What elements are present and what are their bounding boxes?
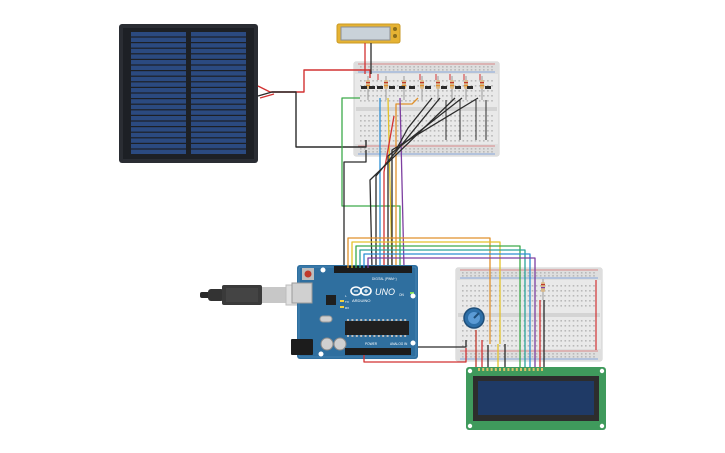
breadboard-right[interactable]	[455, 267, 603, 362]
dc-jack-icon	[291, 339, 313, 355]
breadboard-to-arduino-wires	[341, 97, 479, 269]
resistor-array[interactable]	[361, 76, 491, 100]
arduino-logo	[350, 286, 372, 296]
solar-cells-left	[131, 32, 186, 154]
resistor-leads	[377, 74, 487, 140]
resistor-right[interactable]	[541, 279, 545, 300]
analog-header-label: ANALOG IN	[390, 342, 408, 346]
lcd-16x2-display[interactable]	[466, 367, 606, 430]
solar-wires	[257, 69, 371, 148]
breadboard-top[interactable]	[353, 61, 500, 157]
atmega-chip-pins	[347, 319, 407, 337]
potentiometer-icon[interactable]	[463, 307, 485, 329]
l-led-label: L	[345, 294, 347, 298]
on-led-label: ON	[399, 293, 404, 297]
solar-panel[interactable]	[119, 24, 258, 163]
solar-cells-right	[191, 32, 246, 154]
meter-wires	[364, 43, 372, 74]
usb-cable-icon[interactable]	[200, 284, 301, 306]
tx-led-label: TX	[345, 300, 349, 304]
digital-header-label: DIGITAL (PWM~)	[372, 277, 397, 281]
rx-led-label: RX	[345, 306, 349, 310]
arduino-to-lcd-wires	[347, 237, 545, 368]
power-header-label: POWER	[365, 342, 378, 346]
arduino-uno-board[interactable]: UNO ARDUINO DIGITAL (PWM~) POWER ANALOG …	[291, 265, 418, 359]
board-brand-label: ARDUINO	[352, 298, 370, 303]
board-model-label: UNO	[375, 287, 395, 297]
multimeter[interactable]	[336, 23, 401, 44]
lcd-header-pins	[478, 368, 543, 371]
